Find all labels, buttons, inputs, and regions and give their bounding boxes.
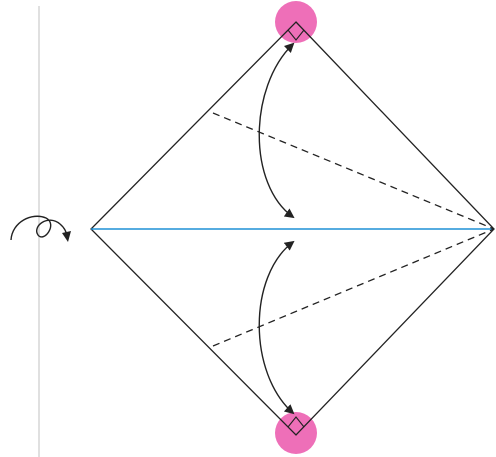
diamond-outline [90,21,495,436]
top-tip-notch [287,29,305,41]
bottom-corner-marker [275,412,317,454]
lower-fold-arrow [258,240,295,415]
flip-over-icon [10,215,71,242]
lower-fold-guide [212,228,495,347]
bottom-tip-notch [287,416,305,428]
upper-fold-arrow [258,42,295,219]
upper-fold-guide [212,112,495,230]
